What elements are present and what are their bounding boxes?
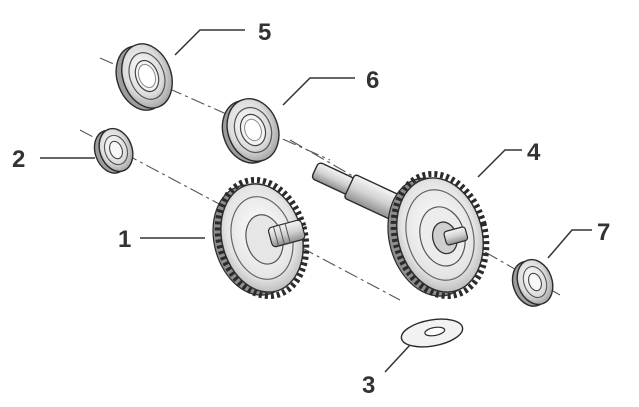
leader-6 [282, 77, 355, 106]
leader-lines [40, 29, 592, 373]
callout-2: 2 [12, 146, 25, 173]
shaft-gear-4 [311, 162, 490, 300]
ball-bearing-2 [93, 127, 134, 174]
axis-upper [99, 57, 331, 161]
callout-3: 3 [362, 372, 375, 399]
gear-1 [212, 176, 310, 300]
leader-3 [384, 344, 411, 373]
leader-5 [174, 29, 245, 56]
leader-7 [547, 229, 592, 259]
ball-bearing-5 [115, 43, 173, 111]
callout-5: 5 [258, 19, 271, 46]
callout-4: 4 [527, 139, 541, 166]
callout-labels: 5 6 2 4 1 7 3 [12, 19, 610, 399]
callout-7: 7 [597, 219, 610, 246]
ball-bearing-7 [511, 258, 554, 307]
callout-1: 1 [118, 226, 131, 253]
ball-bearing-6 [221, 98, 280, 164]
large-gear [387, 170, 490, 300]
washer-3 [400, 318, 464, 348]
leader-4 [477, 149, 522, 178]
callout-6: 6 [366, 67, 379, 94]
